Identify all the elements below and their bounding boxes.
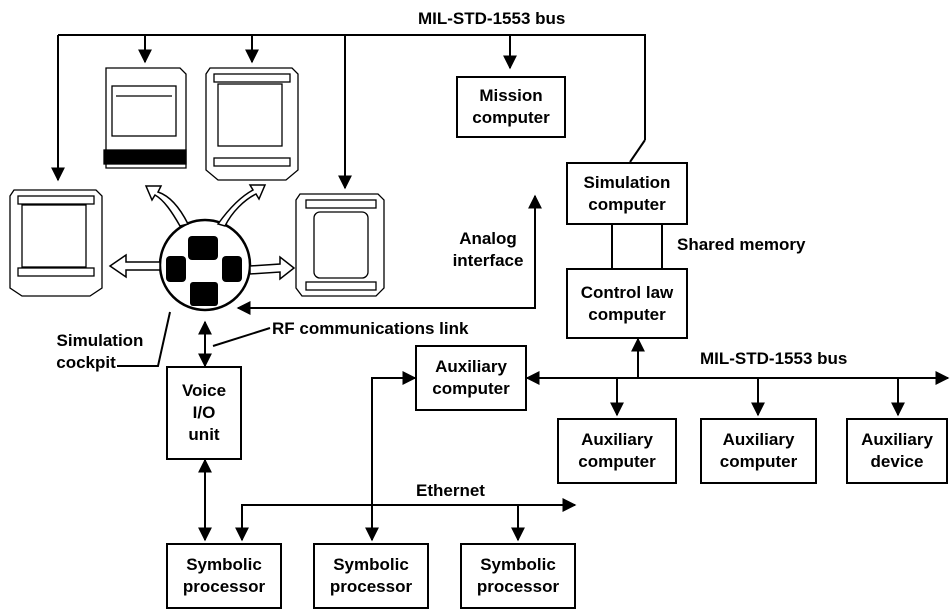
voice-io-unit-box: Voice I/O unit xyxy=(166,366,242,460)
control-law-line-2: computer xyxy=(588,304,666,324)
auxiliary-computer-main-box: Auxiliary computer xyxy=(415,345,527,411)
label-rf-link: RF communications link xyxy=(272,319,469,338)
rf-label-leader xyxy=(212,327,271,347)
bus-top-line xyxy=(58,34,646,140)
cockpit-display-top-1 xyxy=(103,67,187,169)
connection-lines xyxy=(51,34,950,542)
cockpit-display-right xyxy=(295,193,385,297)
simulation-cockpit-icon xyxy=(158,218,252,312)
label-cockpit-2: cockpit xyxy=(56,353,116,372)
aux-main-line-1: Auxiliary xyxy=(435,357,507,376)
control-law-computer-box: Control law computer xyxy=(566,268,688,339)
aux-device-line-2: device xyxy=(870,452,924,471)
sym-2-line-2: processor xyxy=(329,577,413,596)
symbolic-processor-1-box: Symbolic processor xyxy=(166,543,282,609)
control-law-line-1: Control law xyxy=(580,282,674,302)
auxiliary-computer-1-box: Auxiliary computer xyxy=(557,418,677,484)
label-bus-right: MIL-STD-1553 bus xyxy=(700,349,847,368)
sym-1-line-2: processor xyxy=(182,577,266,596)
voice-line-3: unit xyxy=(188,425,220,444)
auxiliary-computer-2-box: Auxiliary computer xyxy=(700,418,817,484)
sym-3-line-2: processor xyxy=(476,577,560,596)
symbolic-processor-2-box: Symbolic processor xyxy=(313,543,429,609)
aux-1-line-1: Auxiliary xyxy=(581,430,653,449)
symbolic-processor-3-box: Symbolic processor xyxy=(460,543,576,609)
cockpit-display-left xyxy=(9,189,103,297)
cockpit-display-top-2 xyxy=(205,67,299,181)
cockpit-display-arrows xyxy=(108,184,296,281)
aux-main-line-2: computer xyxy=(432,379,510,398)
sym-3-line-1: Symbolic xyxy=(480,555,556,574)
auxiliary-device-box: Auxiliary device xyxy=(846,418,948,484)
aux-2-line-1: Auxiliary xyxy=(722,430,795,449)
simulation-line-2: computer xyxy=(588,194,666,214)
voice-line-1: Voice xyxy=(181,381,227,400)
label-analog-1: Analog xyxy=(459,229,517,248)
label-analog-2: interface xyxy=(453,251,524,270)
aux-1-line-2: computer xyxy=(578,452,656,471)
mission-line-2: computer xyxy=(472,108,550,127)
aux-to-symbolic-line xyxy=(365,371,417,542)
aux-device-line-1: Auxiliary xyxy=(861,430,933,449)
simulation-line-1: Simulation xyxy=(583,172,671,192)
aux-2-line-2: computer xyxy=(719,452,798,471)
label-cockpit-1: Simulation xyxy=(57,331,144,350)
mission-line-1: Mission xyxy=(479,86,543,105)
simulation-computer-box: Simulation computer xyxy=(566,162,688,225)
label-ethernet: Ethernet xyxy=(416,481,485,500)
sym-1-line-1: Symbolic xyxy=(186,555,262,574)
analog-interface-line xyxy=(236,194,542,315)
voice-line-2: I/O xyxy=(192,403,216,422)
label-shared-memory: Shared memory xyxy=(677,235,806,254)
label-bus-top: MIL-STD-1553 bus xyxy=(418,9,565,28)
mission-computer-box: Mission computer xyxy=(456,76,566,138)
sym-2-line-1: Symbolic xyxy=(333,555,409,574)
cockpit-leader xyxy=(117,311,171,367)
bus-top-to-simulation xyxy=(629,139,646,163)
ethernet-line xyxy=(235,498,577,542)
